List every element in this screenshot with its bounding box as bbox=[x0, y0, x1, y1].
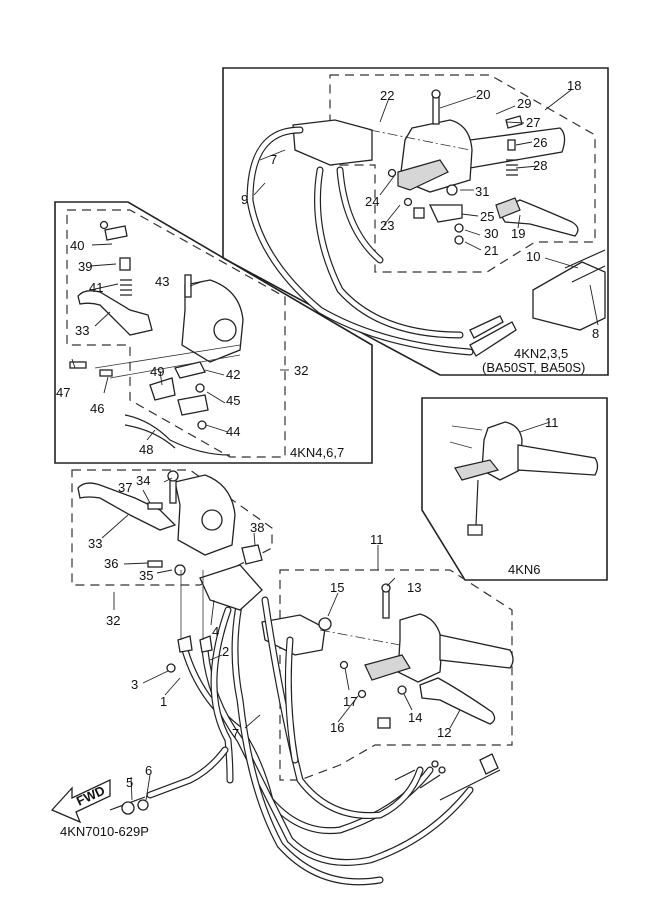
callout-9: 9 bbox=[241, 192, 248, 207]
callout-43: 43 bbox=[155, 274, 169, 289]
assembly-outline-11 bbox=[279, 569, 513, 781]
callout-6: 6 bbox=[145, 763, 152, 778]
callout-10: 10 bbox=[526, 249, 540, 264]
callout-28: 28 bbox=[533, 158, 547, 173]
callout-32-top: 32 bbox=[294, 363, 308, 378]
callout-46: 46 bbox=[90, 401, 104, 416]
callout-19: 19 bbox=[511, 226, 525, 241]
callout-20: 20 bbox=[476, 87, 490, 102]
callout-35: 35 bbox=[139, 568, 153, 583]
panel-frame-left-middle bbox=[54, 201, 373, 464]
callout-2: 2 bbox=[222, 644, 229, 659]
callout-18: 18 bbox=[567, 78, 581, 93]
lower-assembly bbox=[77, 470, 514, 886]
callout-25: 25 bbox=[480, 209, 494, 224]
callout-41: 41 bbox=[89, 280, 103, 295]
callout-30: 30 bbox=[484, 226, 498, 241]
callout-33-bottom: 33 bbox=[88, 536, 102, 551]
callout-13: 13 bbox=[407, 580, 421, 595]
callout-11: 11 bbox=[370, 532, 384, 547]
callout-14: 14 bbox=[408, 710, 422, 725]
callout-42: 42 bbox=[226, 367, 240, 382]
panel-frame-right-small bbox=[421, 397, 608, 581]
assembly-outline-32-upper bbox=[66, 209, 286, 458]
callout-4: 4 bbox=[212, 624, 219, 639]
callout-31: 31 bbox=[475, 184, 489, 199]
callout-16: 16 bbox=[330, 720, 344, 735]
callout-49: 49 bbox=[150, 364, 164, 379]
fwd-arrow-icon: FWD bbox=[50, 778, 111, 824]
callout-24: 24 bbox=[365, 194, 379, 209]
callout-38: 38 bbox=[250, 520, 264, 535]
left-middle-assembly bbox=[69, 220, 244, 456]
callout-15: 15 bbox=[330, 580, 344, 595]
top-right-assembly bbox=[246, 89, 606, 357]
callout-21: 21 bbox=[484, 243, 498, 258]
diagram-code: 4KN7010-629P bbox=[60, 824, 149, 839]
callout-26: 26 bbox=[533, 135, 547, 150]
callout-44: 44 bbox=[226, 424, 240, 439]
caption-4kn467: 4KN4,6,7 bbox=[290, 445, 344, 460]
callout-3: 3 bbox=[131, 677, 138, 692]
callout-48: 48 bbox=[139, 442, 153, 457]
panel-frame-top-right bbox=[222, 67, 609, 376]
callout-34: 34 bbox=[136, 473, 150, 488]
callout-45: 45 bbox=[226, 393, 240, 408]
caption-ba50: (BA50ST, BA50S) bbox=[482, 360, 585, 375]
callout-17: 17 bbox=[343, 694, 357, 709]
callout-47: 47 bbox=[56, 385, 70, 400]
callout-1: 1 bbox=[160, 694, 167, 709]
callout-7-bottom: 7 bbox=[232, 726, 239, 741]
callout-27: 27 bbox=[526, 115, 540, 130]
callout-23: 23 bbox=[380, 218, 394, 233]
callout-40: 40 bbox=[70, 238, 84, 253]
callout-labels: 18 20 22 29 27 26 28 7 9 24 31 23 25 30 … bbox=[56, 78, 599, 790]
callout-22: 22 bbox=[380, 88, 394, 103]
leader-lines bbox=[71, 89, 599, 801]
callout-7-top: 7 bbox=[270, 152, 277, 167]
callout-37: 37 bbox=[118, 480, 132, 495]
caption-4kn235: 4KN2,3,5 bbox=[514, 346, 568, 361]
callout-29: 29 bbox=[517, 96, 531, 111]
right-small-assembly bbox=[449, 421, 599, 536]
callout-36: 36 bbox=[104, 556, 118, 571]
callout-11-small: 11 bbox=[545, 415, 559, 430]
callout-8: 8 bbox=[592, 326, 599, 341]
caption-4kn6: 4KN6 bbox=[508, 562, 541, 577]
callout-32-bottom: 32 bbox=[106, 613, 120, 628]
callout-5: 5 bbox=[126, 775, 133, 790]
callout-33-top: 33 bbox=[75, 323, 89, 338]
callout-12: 12 bbox=[437, 725, 451, 740]
callout-39: 39 bbox=[78, 259, 92, 274]
